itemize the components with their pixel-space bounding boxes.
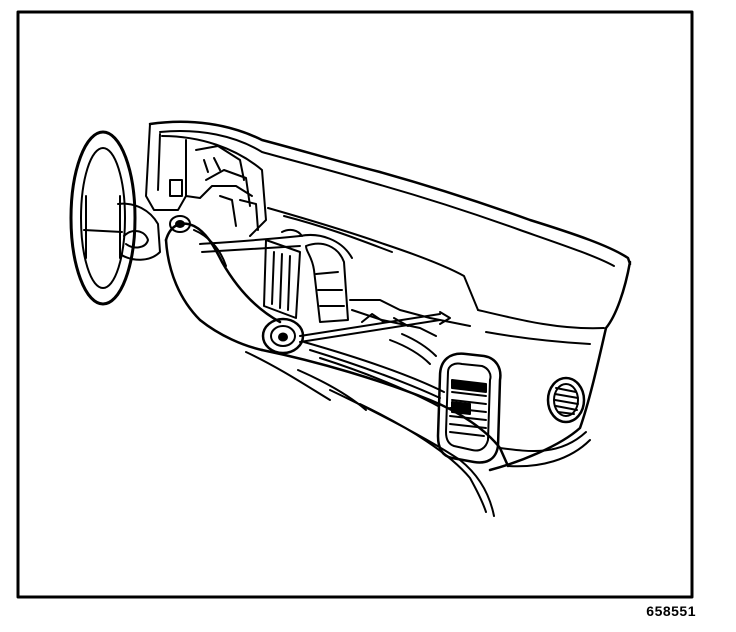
knee-bolster	[499, 431, 587, 453]
grab-handle	[164, 222, 301, 352]
right-air-outlet	[436, 352, 502, 464]
lower-trim-strip	[245, 341, 510, 517]
dash-upper-trim	[267, 207, 479, 311]
bezel-fastener	[261, 317, 305, 355]
figure-number: 658551	[646, 603, 696, 619]
dash-right-end	[488, 260, 632, 472]
dash-top-pad	[148, 120, 632, 266]
steering-wheel	[69, 130, 161, 306]
round-air-outlet	[546, 376, 586, 424]
dash-right-bulge	[477, 309, 605, 330]
trim-tool	[299, 311, 451, 365]
center-stack-opening	[263, 228, 471, 337]
dash-top-pad-inner	[159, 129, 615, 267]
cluster-opening	[145, 123, 267, 237]
figure-frame	[16, 10, 694, 599]
